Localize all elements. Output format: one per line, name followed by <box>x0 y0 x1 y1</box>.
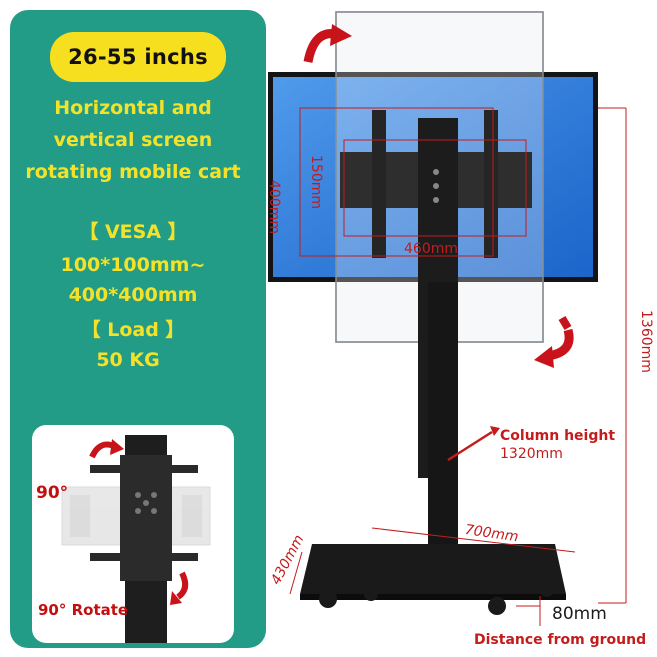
base <box>300 544 566 594</box>
ground-clearance-value: 80mm <box>552 604 607 624</box>
vesa-label: 【 VESA 】 <box>79 221 187 243</box>
rotation-illustration <box>61 435 211 643</box>
rotate-label: 90° Rotate <box>38 601 129 619</box>
size-badge: 26-55 inchs <box>50 32 226 82</box>
casters <box>319 583 554 615</box>
hole-spacing-vertical-label: 150mm <box>308 155 324 209</box>
headline-line-3: rotating mobile cart <box>25 161 241 183</box>
headline-line-2: vertical screen <box>53 129 213 151</box>
vesa-range-line-1: 100*100mm~ <box>60 254 206 276</box>
vesa-range-line-2: 400*400mm <box>68 284 198 306</box>
load-label: 【 Load 】 <box>81 319 185 341</box>
angle-label: 90° <box>36 483 69 503</box>
column-height-value: 1320mm <box>500 446 563 462</box>
hole-spacing-horizontal-label: 460mm <box>404 241 458 257</box>
bracket-height-label: 400mm <box>266 180 282 234</box>
column-height-title: Column height <box>500 428 616 444</box>
ground-clearance-label: Distance from ground <box>474 632 647 648</box>
headline-line-1: Horizontal and <box>54 97 212 119</box>
load-value: 50 KG <box>96 349 160 371</box>
rotation-inset: 90° 90° Rotate <box>32 425 234 643</box>
total-height-label: 1360mm <box>638 310 654 373</box>
